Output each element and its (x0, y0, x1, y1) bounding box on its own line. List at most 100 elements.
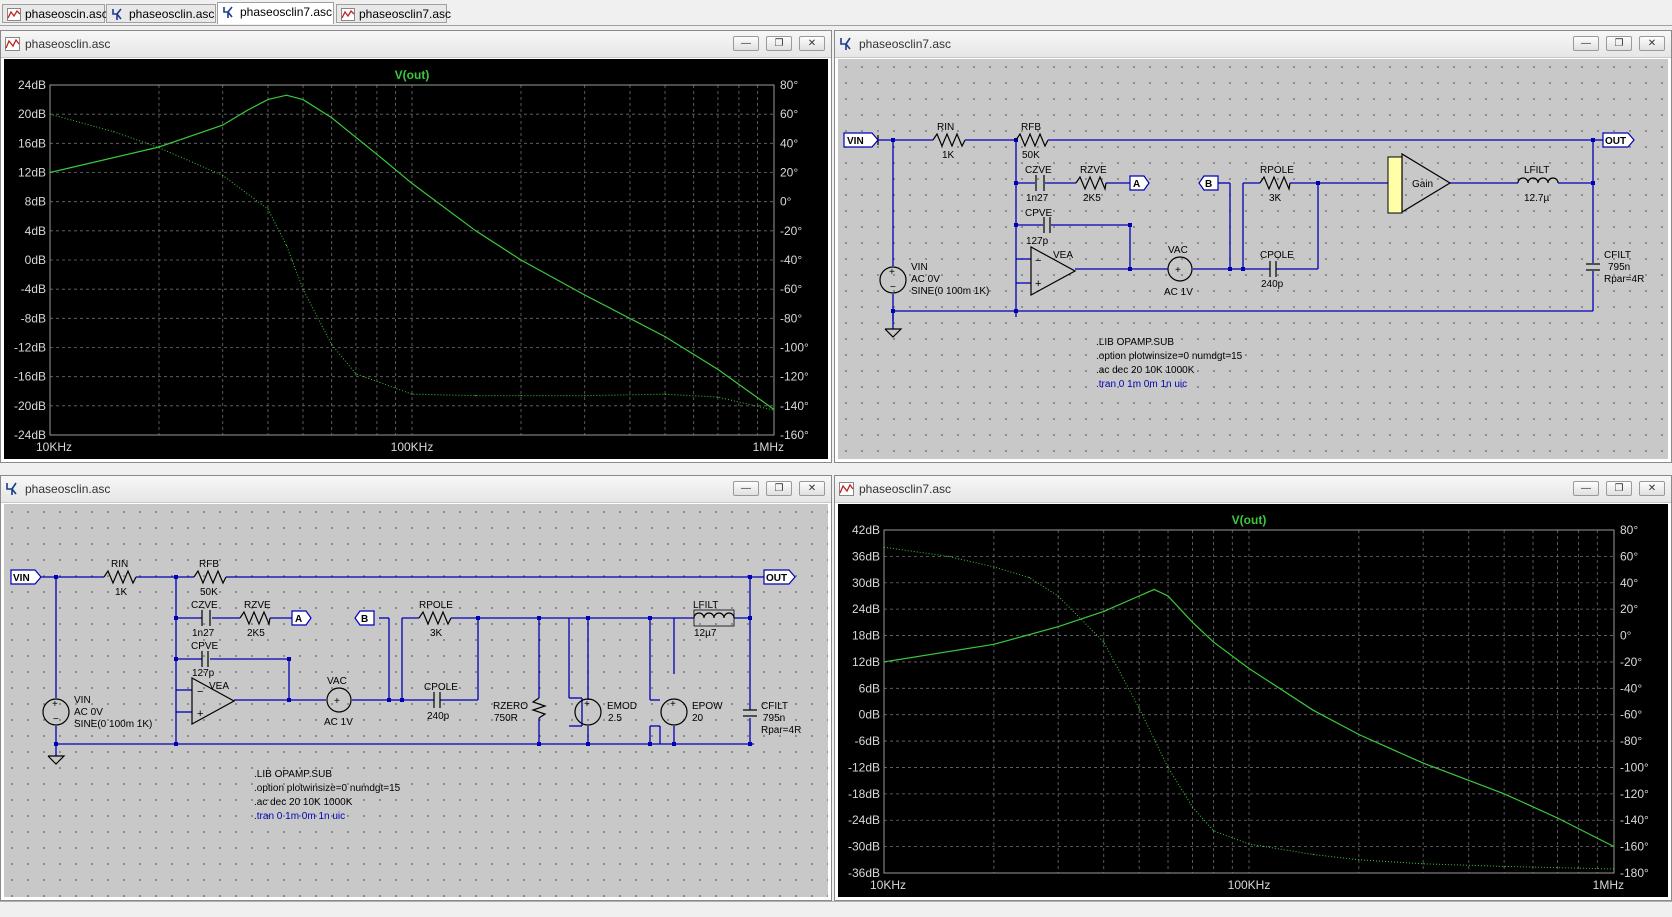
schematic-canvas[interactable]: − + + − + VIN OUT A B RIN 1K RFB 50K CZV… (838, 59, 1668, 459)
y-tick-label: -24dB (14, 428, 46, 442)
window-titlebar[interactable]: phaseosclin7.asc — ❐ ✕ (835, 476, 1671, 503)
net-flag-a (291, 610, 312, 626)
vin-name: VIN (911, 262, 928, 273)
schematic-drawing[interactable]: − + + − + + + VIN OUT A B RIN 1K RFB 50K… (4, 504, 828, 897)
magnitude-point (1057, 626, 1059, 628)
magnitude-point (222, 124, 224, 126)
tab-label: phaseosclin7.asc (359, 7, 452, 21)
restore-icon: ❐ (774, 38, 784, 49)
rpole-name: RPOLE (1260, 165, 1294, 176)
vac-name: VAC (327, 676, 347, 687)
phase-point (285, 244, 288, 247)
directive-ac[interactable]: .ac dec 20 10K 1000K (1096, 365, 1195, 376)
phase-point (411, 393, 413, 395)
schematic-window-phaseosclin[interactable]: phaseosclin.asc — ❐ ✕ (0, 475, 832, 901)
y2-tick-label: -40° (780, 253, 802, 267)
rzve-name: RZVE (244, 600, 271, 611)
close-button[interactable]: ✕ (799, 36, 825, 51)
cpve-name: CPVE (1025, 208, 1053, 219)
lfilt-name: LFILT (693, 600, 718, 611)
close-icon: ✕ (807, 483, 817, 494)
schematic-icon (840, 37, 851, 50)
y2-tick-label: -180° (1620, 866, 1649, 880)
minimize-button[interactable]: — (733, 36, 759, 51)
directive-lib[interactable]: .LIB OPAMP.SUB (254, 769, 332, 780)
x-tick-label: 100KHz (391, 440, 434, 454)
phase-point (1503, 865, 1505, 868)
window-titlebar[interactable]: phaseosclin.asc — ❐ ✕ (1, 476, 831, 503)
vsource-minus: − (53, 714, 59, 725)
magnitude-point (584, 294, 586, 296)
rin-value: 1K (115, 587, 128, 598)
magnitude-point (331, 117, 333, 119)
vac-value: AC 1V (1164, 287, 1193, 298)
directive-ac[interactable]: .ac dec 20 10K 1000K (254, 797, 353, 808)
phase-point (1358, 859, 1360, 861)
minimize-button[interactable]: — (1573, 481, 1599, 496)
y2-tick-label: 20° (1620, 602, 1638, 616)
schematic-drawing[interactable]: − + + − + VIN OUT A B RIN 1K RFB 50K CZV… (838, 59, 1668, 459)
magnitude-point (664, 335, 666, 338)
y-tick-label: -18dB (848, 787, 880, 801)
directive-option[interactable]: .option plotwinsize=0 numdgt=15 (254, 783, 401, 794)
tab-phaseosclin7-schematic[interactable]: phaseosclin7.asc (217, 2, 334, 24)
phase-point (520, 395, 522, 397)
window-titlebar[interactable]: phaseosclin.asc — ❐ ✕ (1, 31, 831, 58)
opamp-plus: + (1035, 278, 1041, 290)
close-button[interactable]: ✕ (799, 481, 825, 496)
window-title: phaseosclin.asc (25, 482, 111, 496)
magnitude-trace (883, 588, 1615, 848)
magnitude-point (475, 230, 477, 232)
restore-button[interactable]: ❐ (766, 481, 792, 496)
rpole-name: RPOLE (419, 600, 453, 611)
y-tick-label: 0dB (859, 708, 880, 722)
y-tick-label: 24dB (852, 602, 880, 616)
net-flag-a-label: A (295, 614, 302, 625)
cfilt-rpar: Rpar=4R (761, 725, 801, 736)
components (877, 132, 1600, 338)
bode-plot-vout[interactable]: 42dB36dB30dB24dB18dB12dB6dB0dB-6dB-12dB-… (838, 504, 1668, 897)
window-title: phaseosclin7.asc (859, 37, 952, 51)
net-flag-b (1198, 175, 1219, 191)
y2-tick-label: -40° (1620, 681, 1642, 695)
y2-tick-label: 0° (780, 195, 792, 209)
tab-label: phaseosclin.asc (129, 7, 215, 21)
close-button[interactable]: ✕ (1639, 481, 1665, 496)
czve-value: 1n27 (1026, 193, 1049, 204)
phase-trace (49, 113, 775, 411)
restore-button[interactable]: ❐ (1606, 36, 1632, 51)
tab-phaseosclin7-plot[interactable]: phaseosclin7.asc (336, 4, 451, 23)
magnitude-point (1248, 667, 1250, 670)
y-tick-label: -8dB (21, 311, 46, 325)
window-titlebar[interactable]: phaseosclin7.asc — ❐ ✕ (835, 31, 1671, 58)
close-button[interactable]: ✕ (1639, 36, 1665, 51)
minimize-button[interactable]: — (1573, 36, 1599, 51)
tab-phaseoscin-plot[interactable]: phaseoscin.asc (2, 4, 108, 23)
directive-lib[interactable]: .LIB OPAMP.SUB (1096, 337, 1174, 348)
tab-phaseosclin-schematic[interactable]: phaseosclin.asc (106, 4, 216, 23)
y-tick-label: -16dB (14, 370, 46, 384)
magnitude-point (267, 98, 269, 101)
directive-option[interactable]: .option plotwinsize=0 numdgt=15 (1096, 351, 1243, 362)
schematic-window-phaseosclin7[interactable]: phaseosclin7.asc — ❐ ✕ (834, 30, 1672, 463)
rin-value: 1K (942, 150, 955, 161)
y2-tick-label: -100° (780, 341, 809, 355)
emod-name: EMOD (607, 701, 637, 712)
gain-label: Gain (1412, 179, 1433, 190)
schematic-canvas[interactable]: − + + − + + + VIN OUT A B RIN 1K RFB 50K… (4, 504, 828, 897)
vin-value-sine: SINE(0 100m 1K) (74, 719, 152, 730)
restore-button[interactable]: ❐ (766, 36, 792, 51)
minimize-button[interactable]: — (733, 481, 759, 496)
y2-tick-label: 40° (1620, 576, 1638, 590)
vac-name: VAC (1168, 245, 1188, 256)
cfilt-value: 795n (763, 713, 785, 724)
restore-button[interactable]: ❐ (1606, 481, 1632, 496)
directive-tran[interactable]: .tran 0 1m 0m 1n uic (1096, 379, 1187, 390)
y-tick-label: 18dB (852, 629, 880, 643)
directive-tran[interactable]: .tran 0 1m 0m 1n uic (254, 811, 345, 822)
bode-plot-vout[interactable]: 24dB20dB16dB12dB8dB4dB0dB-4dB-8dB-12dB-1… (4, 59, 828, 459)
